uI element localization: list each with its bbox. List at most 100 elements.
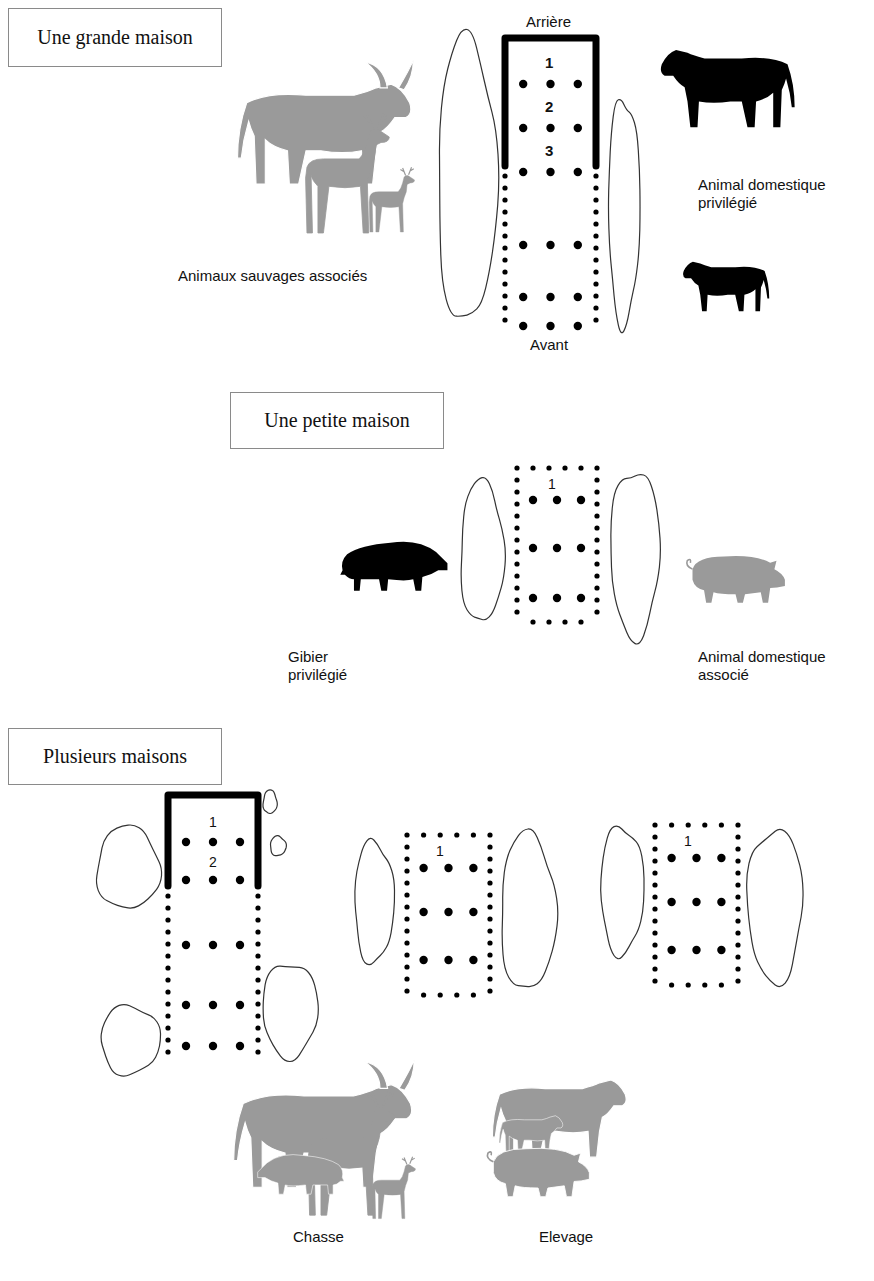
pit-outline bbox=[502, 829, 558, 987]
house-plans bbox=[96, 29, 803, 1076]
post-hole bbox=[165, 893, 170, 898]
callout-number: 1 bbox=[684, 833, 692, 850]
pit-outline bbox=[101, 1005, 160, 1077]
post-hole bbox=[578, 465, 583, 470]
post-hole bbox=[546, 293, 554, 301]
post-hole bbox=[735, 822, 740, 827]
post-hole bbox=[404, 832, 409, 837]
post-hole bbox=[594, 465, 599, 470]
post-hole bbox=[255, 1025, 260, 1030]
post-hole bbox=[404, 976, 409, 981]
post-hole bbox=[471, 832, 476, 837]
text-label: Gibier privilégié bbox=[288, 648, 388, 684]
post-hole bbox=[404, 880, 409, 885]
post-hole bbox=[502, 197, 507, 202]
post-hole bbox=[594, 537, 599, 542]
post-hole bbox=[553, 544, 561, 552]
post-hole bbox=[594, 585, 599, 590]
post-hole bbox=[514, 477, 519, 482]
post-hole bbox=[593, 221, 598, 226]
post-hole bbox=[593, 269, 598, 274]
post-hole bbox=[165, 929, 170, 934]
wall-trench bbox=[505, 38, 596, 166]
callout-number: 2 bbox=[209, 854, 217, 871]
post-hole bbox=[444, 956, 452, 964]
post-hole bbox=[574, 80, 582, 88]
post-hole bbox=[454, 992, 459, 997]
post-hole bbox=[487, 892, 492, 897]
post-hole bbox=[165, 965, 170, 970]
post-hole bbox=[574, 322, 582, 330]
post-hole bbox=[594, 549, 599, 554]
post-hole bbox=[593, 197, 598, 202]
post-hole bbox=[553, 496, 561, 504]
post-hole bbox=[652, 870, 657, 875]
post-hole bbox=[487, 940, 492, 945]
pit-outline bbox=[355, 838, 395, 964]
post-hole bbox=[487, 868, 492, 873]
post-hole bbox=[404, 988, 409, 993]
post-hole bbox=[667, 898, 675, 906]
post-hole bbox=[165, 989, 170, 994]
text-label: Chasse bbox=[293, 1228, 344, 1246]
post-hole bbox=[421, 992, 426, 997]
post-hole bbox=[255, 929, 260, 934]
post-hole bbox=[487, 988, 492, 993]
post-hole bbox=[717, 854, 725, 862]
post-hole bbox=[593, 305, 598, 310]
post-hole bbox=[594, 525, 599, 530]
pit-outline bbox=[747, 829, 803, 986]
post-hole bbox=[236, 941, 244, 949]
post-hole bbox=[165, 905, 170, 910]
callout-number: 1 bbox=[209, 814, 217, 831]
post-hole bbox=[182, 1001, 190, 1009]
post-hole bbox=[236, 838, 244, 846]
post-hole bbox=[546, 80, 554, 88]
post-hole bbox=[419, 956, 427, 964]
post-hole bbox=[182, 1042, 190, 1050]
post-hole bbox=[209, 941, 217, 949]
post-hole bbox=[514, 549, 519, 554]
post-hole bbox=[487, 904, 492, 909]
post-hole bbox=[593, 173, 598, 178]
post-hole bbox=[487, 832, 492, 837]
post-hole bbox=[165, 953, 170, 958]
post-hole bbox=[735, 858, 740, 863]
post-hole bbox=[165, 917, 170, 922]
post-hole bbox=[717, 946, 725, 954]
post-hole bbox=[255, 905, 260, 910]
post-hole bbox=[255, 1013, 260, 1018]
post-hole bbox=[652, 846, 657, 851]
post-hole bbox=[593, 293, 598, 298]
post-hole bbox=[502, 281, 507, 286]
post-hole bbox=[546, 465, 551, 470]
post-hole bbox=[593, 281, 598, 286]
post-hole bbox=[702, 822, 707, 827]
post-hole bbox=[404, 964, 409, 969]
post-hole bbox=[735, 870, 740, 875]
post-hole bbox=[255, 893, 260, 898]
pit-outline bbox=[439, 29, 498, 316]
post-hole bbox=[574, 293, 582, 301]
post-hole bbox=[502, 209, 507, 214]
post-hole bbox=[578, 619, 583, 624]
title-text: Une petite maison bbox=[264, 409, 410, 432]
post-hole bbox=[404, 856, 409, 861]
post-hole bbox=[577, 544, 585, 552]
post-hole bbox=[255, 953, 260, 958]
pit-outline bbox=[271, 836, 287, 856]
post-hole bbox=[652, 834, 657, 839]
post-hole bbox=[652, 930, 657, 935]
post-hole bbox=[594, 597, 599, 602]
post-hole bbox=[702, 982, 707, 987]
post-hole bbox=[652, 966, 657, 971]
post-hole bbox=[593, 317, 598, 322]
post-hole bbox=[502, 245, 507, 250]
post-hole bbox=[735, 894, 740, 899]
post-hole bbox=[735, 846, 740, 851]
post-hole bbox=[404, 940, 409, 945]
post-hole bbox=[529, 544, 537, 552]
post-hole bbox=[502, 293, 507, 298]
post-hole bbox=[404, 868, 409, 873]
post-hole bbox=[562, 619, 567, 624]
